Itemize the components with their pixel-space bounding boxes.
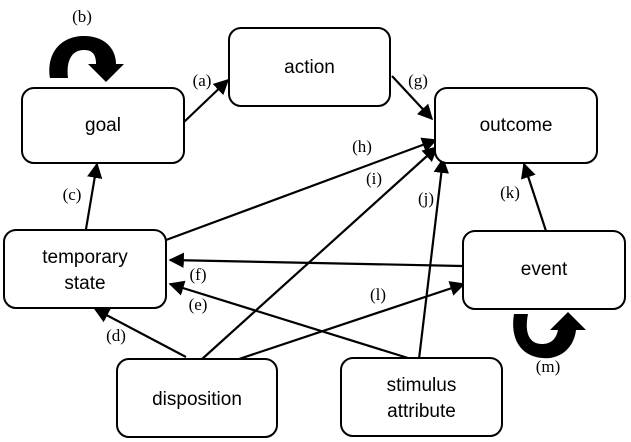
node-stimulus-attribute-line2: attribute: [387, 401, 456, 422]
edge-label-l: (l): [370, 285, 386, 304]
node-event: event: [462, 230, 626, 310]
edge-label-c: (c): [63, 185, 82, 204]
edge-l: [229, 281, 466, 364]
node-temporary-state: temporary state: [3, 229, 167, 309]
edge-i: [200, 145, 439, 361]
edge-j: [417, 157, 449, 360]
edge-label-f: (f): [190, 265, 207, 284]
edge-label-m: (m): [536, 357, 561, 376]
edge-label-e: (e): [189, 295, 208, 314]
edge-a: [183, 78, 230, 123]
edge-k: [521, 162, 548, 232]
node-action-label: action: [284, 57, 335, 78]
node-temporary-state-line2: state: [64, 273, 105, 294]
edge-e: [168, 280, 409, 360]
edge-c: [84, 162, 103, 230]
edge-m: [513, 312, 586, 359]
edge-label-b: (b): [72, 7, 92, 26]
edge-label-a: (a): [193, 71, 212, 90]
node-action: action: [228, 27, 391, 107]
node-stimulus-attribute-line1: stimulus: [387, 375, 457, 396]
edge-label-k: (k): [500, 183, 520, 202]
node-stimulus-attribute: stimulus attribute: [340, 357, 503, 437]
edge-b: [49, 36, 124, 82]
node-event-label: event: [521, 259, 568, 280]
edges: [49, 36, 586, 364]
node-goal: goal: [21, 87, 185, 164]
node-outcome-label: outcome: [480, 115, 553, 136]
edge-label-i: (i): [366, 169, 382, 188]
node-temporary-state-line1: temporary: [42, 247, 128, 268]
edge-label-d: (d): [106, 326, 126, 345]
edge-g: [391, 75, 434, 121]
edge-d: [93, 308, 187, 358]
edge-labels: (a) (b) (c) (d) (e) (f) (g) (h) (i) (j) …: [63, 7, 561, 376]
edge-h: [165, 137, 438, 242]
node-disposition-label: disposition: [152, 389, 242, 410]
edge-label-j: (j): [418, 189, 434, 208]
edge-label-h: (h): [352, 137, 372, 156]
node-disposition: disposition: [116, 358, 278, 438]
edge-label-g: (g): [408, 71, 428, 90]
edge-f: [168, 252, 463, 268]
node-goal-label: goal: [85, 115, 121, 136]
node-outcome: outcome: [434, 87, 598, 164]
